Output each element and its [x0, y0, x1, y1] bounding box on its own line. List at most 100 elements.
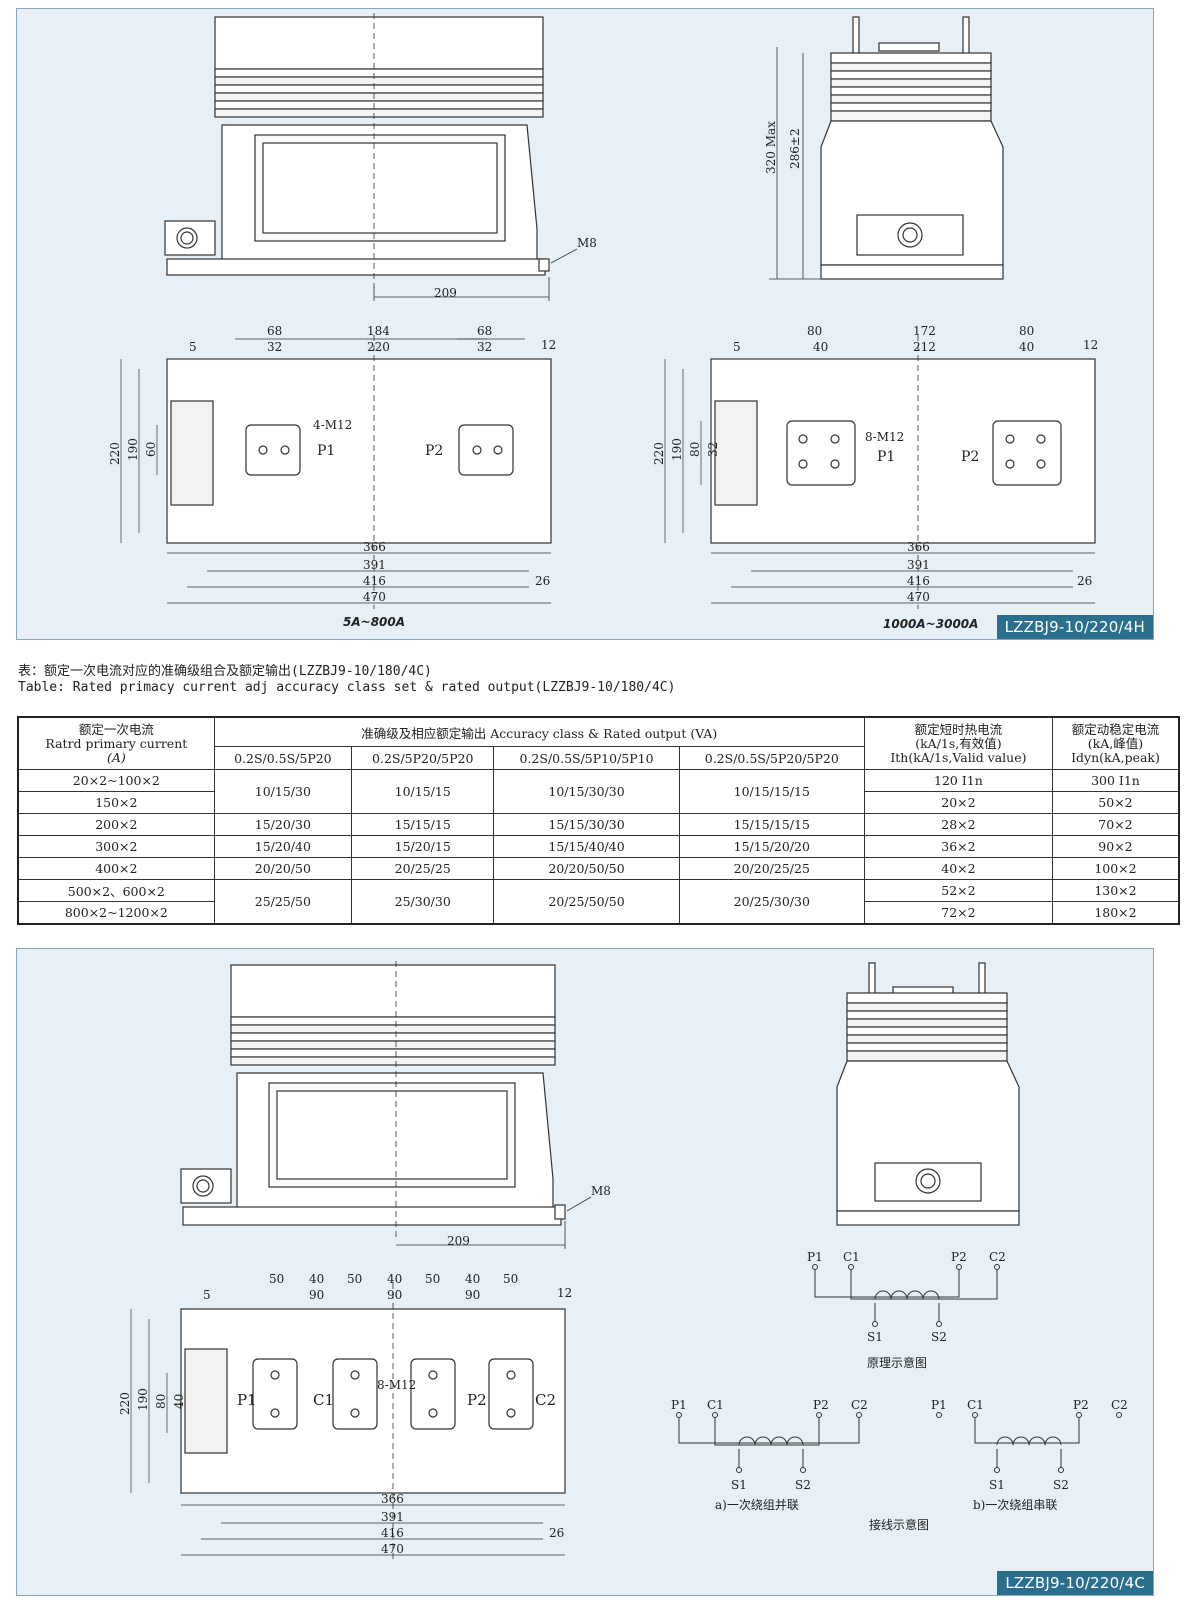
dim-mid-r5: 12 — [1083, 338, 1098, 352]
side-elevation — [769, 16, 1004, 280]
model-badge-4c: LZZBJ9-10/220/4C — [997, 1571, 1153, 1595]
table-row: 400×2 20/20/50 20/25/25 20/20/50/50 20/2… — [17, 857, 1180, 880]
col-header-current: 额定一次电流 Ratrd primary current (A) — [17, 716, 215, 770]
par-s2: S2 — [795, 1478, 811, 1492]
dim-left-1: 220 — [108, 442, 122, 465]
cell-output: 25/30/30 — [351, 879, 495, 925]
cell-thermal: 40×2 — [863, 857, 1053, 880]
cell-thermal: 120 I1n — [863, 769, 1053, 792]
terminal-p1-4c: P1 — [237, 1391, 257, 1409]
col-header-accuracy-group: 准确级及相应额定输出 Accuracy class & Rated output… — [213, 716, 865, 747]
dim-top-3: 68 — [477, 324, 492, 338]
dim-left-r4: 32 — [706, 442, 720, 457]
dim-top-c1: 50 — [269, 1272, 284, 1286]
drawing-panel-4h: 209 M8 320 Max 286±2 — [16, 8, 1154, 640]
dim-mid-4: 32 — [477, 340, 492, 354]
cell-current: 200×2 — [17, 813, 215, 836]
dim-left-c4: 40 — [172, 1394, 186, 1409]
drawing-panel-4c: 209 M8 — [16, 948, 1154, 1596]
bolt-label-r: 8-M12 — [865, 430, 904, 444]
dim-top-c3: 50 — [347, 1272, 362, 1286]
cell-output: 10/15/30/30 — [493, 769, 680, 814]
dim-top-c2: 40 — [309, 1272, 324, 1286]
dim-bottom-1: 366 — [363, 540, 386, 554]
dim-mid-r1: 5 — [733, 340, 741, 354]
dim-left-2: 190 — [126, 438, 140, 461]
cell-current: 400×2 — [17, 857, 215, 880]
label-m8: M8 — [577, 236, 597, 250]
ser-s2: S2 — [1053, 1478, 1069, 1492]
col-header-dynamic: 额定动稳定电流 (kA,峰值) Idyn(kA,peak) — [1051, 716, 1180, 770]
cell-output: 15/20/15 — [351, 835, 495, 858]
schem-p1: P1 — [807, 1250, 823, 1264]
col-header-current-unit: (A) — [106, 749, 126, 765]
col-header-thermal-cn: 额定短时热电流 — [914, 721, 1003, 737]
cell-output: 20/25/50/50 — [493, 879, 680, 925]
dim-mid-3: 220 — [367, 340, 390, 354]
cell-thermal: 36×2 — [863, 835, 1053, 858]
dim-top-c6: 40 — [465, 1272, 480, 1286]
terminal-p1: P1 — [317, 443, 335, 459]
series-label: b)一次绕组串联 — [973, 1498, 1057, 1512]
schem-p2: P2 — [951, 1250, 967, 1264]
terminal-p2-r: P2 — [961, 449, 979, 465]
terminal-c1-4c: C1 — [313, 1391, 334, 1409]
dim-bottom-4: 470 — [363, 590, 386, 604]
bolt-label-4c: 8-M12 — [377, 1378, 416, 1392]
cell-output: 10/15/15 — [351, 769, 495, 814]
schem-s1: S1 — [867, 1330, 883, 1344]
parallel-label: a)一次绕组并联 — [715, 1498, 799, 1512]
terminal-p2-4c: P2 — [467, 1391, 487, 1409]
rating-table: 额定一次电流 Ratrd primary current (A) 准确级及相应额… — [17, 716, 1180, 925]
schematic-title: 原理示意图 — [867, 1355, 927, 1370]
dim-209-4c: 209 — [447, 1234, 470, 1248]
wiring-title: 接线示意图 — [869, 1517, 929, 1532]
dim-top-c5: 50 — [425, 1272, 440, 1286]
col-header-sub-2: 0.2S/5P20/5P20 — [351, 746, 495, 770]
par-c1: C1 — [707, 1398, 724, 1412]
col-header-thermal-cn2: (kA/1s,有效值) — [915, 735, 1002, 751]
cell-dynamic: 100×2 — [1051, 857, 1180, 880]
cell-dynamic: 180×2 — [1051, 901, 1180, 925]
dim-top-2: 184 — [367, 324, 390, 338]
table-row: 500×2、600×2 25/25/50 25/30/30 20/25/50/5… — [17, 879, 1180, 925]
cell-current: 150×2 — [17, 791, 215, 814]
cell-thermal: 20×2 — [863, 791, 1053, 814]
dim-bottom-r5: 26 — [1077, 574, 1092, 588]
dim-bottom-5: 26 — [535, 574, 550, 588]
dim-mid-c4: 90 — [465, 1288, 480, 1302]
dim-bottom-r3: 416 — [907, 574, 930, 588]
dim-bottom-r2: 391 — [907, 558, 930, 572]
cell-output: 25/25/50 — [213, 879, 353, 925]
cell-output: 15/20/30 — [213, 813, 353, 836]
col-header-dynamic-cn2: (kA,峰值) — [1087, 735, 1144, 751]
dim-mid-1: 5 — [189, 340, 197, 354]
dim-mid-2: 32 — [267, 340, 282, 354]
caption-current-range-left: 5A~800A — [343, 615, 406, 629]
terminal-p2: P2 — [425, 443, 443, 459]
ser-p2: P2 — [1073, 1398, 1089, 1412]
dim-bottom-c1: 366 — [381, 1492, 404, 1506]
col-header-thermal: 额定短时热电流 (kA/1s,有效值) Ith(kA/1s,Valid valu… — [863, 716, 1053, 770]
cell-current: 500×2、600×2 — [17, 879, 215, 902]
dim-left-c2: 190 — [136, 1388, 150, 1411]
cell-thermal: 52×2 — [863, 879, 1053, 902]
dim-top-c7: 50 — [503, 1272, 518, 1286]
schem-s2: S2 — [931, 1330, 947, 1344]
dim-209: 209 — [434, 286, 457, 300]
dim-top-1: 68 — [267, 324, 282, 338]
ser-c1: C1 — [967, 1398, 984, 1412]
dim-left-c3: 80 — [154, 1394, 168, 1409]
terminal-c2-4c: C2 — [535, 1391, 556, 1409]
dim-mid-r2: 40 — [813, 340, 828, 354]
col-header-sub-3: 0.2S/0.5S/5P10/5P10 — [493, 746, 680, 770]
plan-view-left — [120, 335, 552, 609]
front-elevation — [164, 13, 578, 301]
drawing-4h: 209 M8 320 Max 286±2 — [108, 13, 1098, 609]
col-header-dynamic-en: Idyn(kA,peak) — [1071, 749, 1160, 765]
dim-left-r3: 80 — [688, 442, 702, 457]
side-elevation-4c — [836, 962, 1020, 1226]
schem-c2: C2 — [989, 1250, 1006, 1264]
dim-bottom-c5: 26 — [549, 1526, 564, 1540]
cell-output: 10/15/30 — [213, 769, 353, 814]
